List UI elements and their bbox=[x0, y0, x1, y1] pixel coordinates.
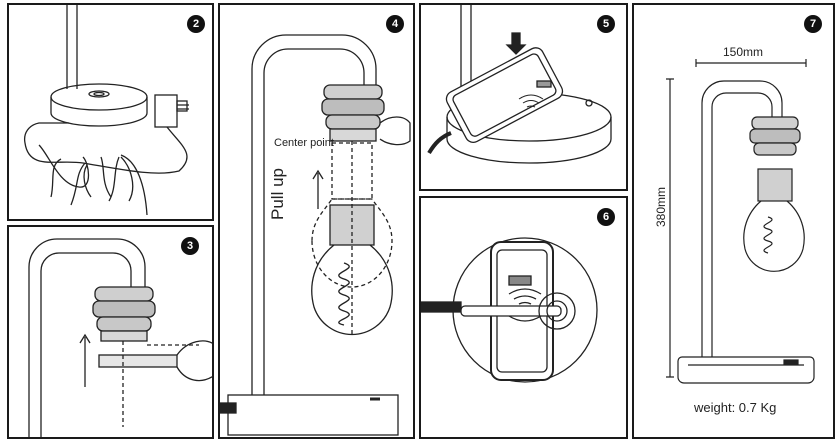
step-2-badge: 2 bbox=[187, 15, 205, 33]
height-dimension-label: 380mm bbox=[654, 186, 668, 227]
step-3-illustration bbox=[28, 238, 212, 437]
step-6-panel: 6 bbox=[419, 196, 628, 439]
step-2-illustration bbox=[23, 5, 189, 216]
step-7-illustration bbox=[666, 59, 815, 384]
step-5-badge: 5 bbox=[597, 15, 615, 33]
step-2-panel: 2 bbox=[7, 3, 214, 221]
step-6-illustration bbox=[421, 237, 598, 383]
step-6-badge: 6 bbox=[597, 208, 615, 226]
step-7-panel: 7 150mm 380mm weight: 0.7 Kg bbox=[632, 3, 835, 439]
pull-up-label: Pull up bbox=[268, 168, 287, 220]
step-5-illustration bbox=[427, 5, 612, 164]
width-dimension-label: 150mm bbox=[723, 45, 764, 59]
step-3-badge: 3 bbox=[181, 237, 199, 255]
step-7-badge: 7 bbox=[804, 15, 822, 33]
center-point-label: Center point bbox=[274, 137, 334, 149]
step-5-panel: 5 bbox=[419, 3, 628, 191]
weight-label: weight: 0.7 Kg bbox=[694, 400, 777, 415]
step-4-panel: 4 Center point Pull up bbox=[218, 3, 415, 439]
step-4-illustration bbox=[220, 34, 411, 436]
step-3-panel: 3 bbox=[7, 225, 214, 439]
step-4-badge: 4 bbox=[386, 15, 404, 33]
